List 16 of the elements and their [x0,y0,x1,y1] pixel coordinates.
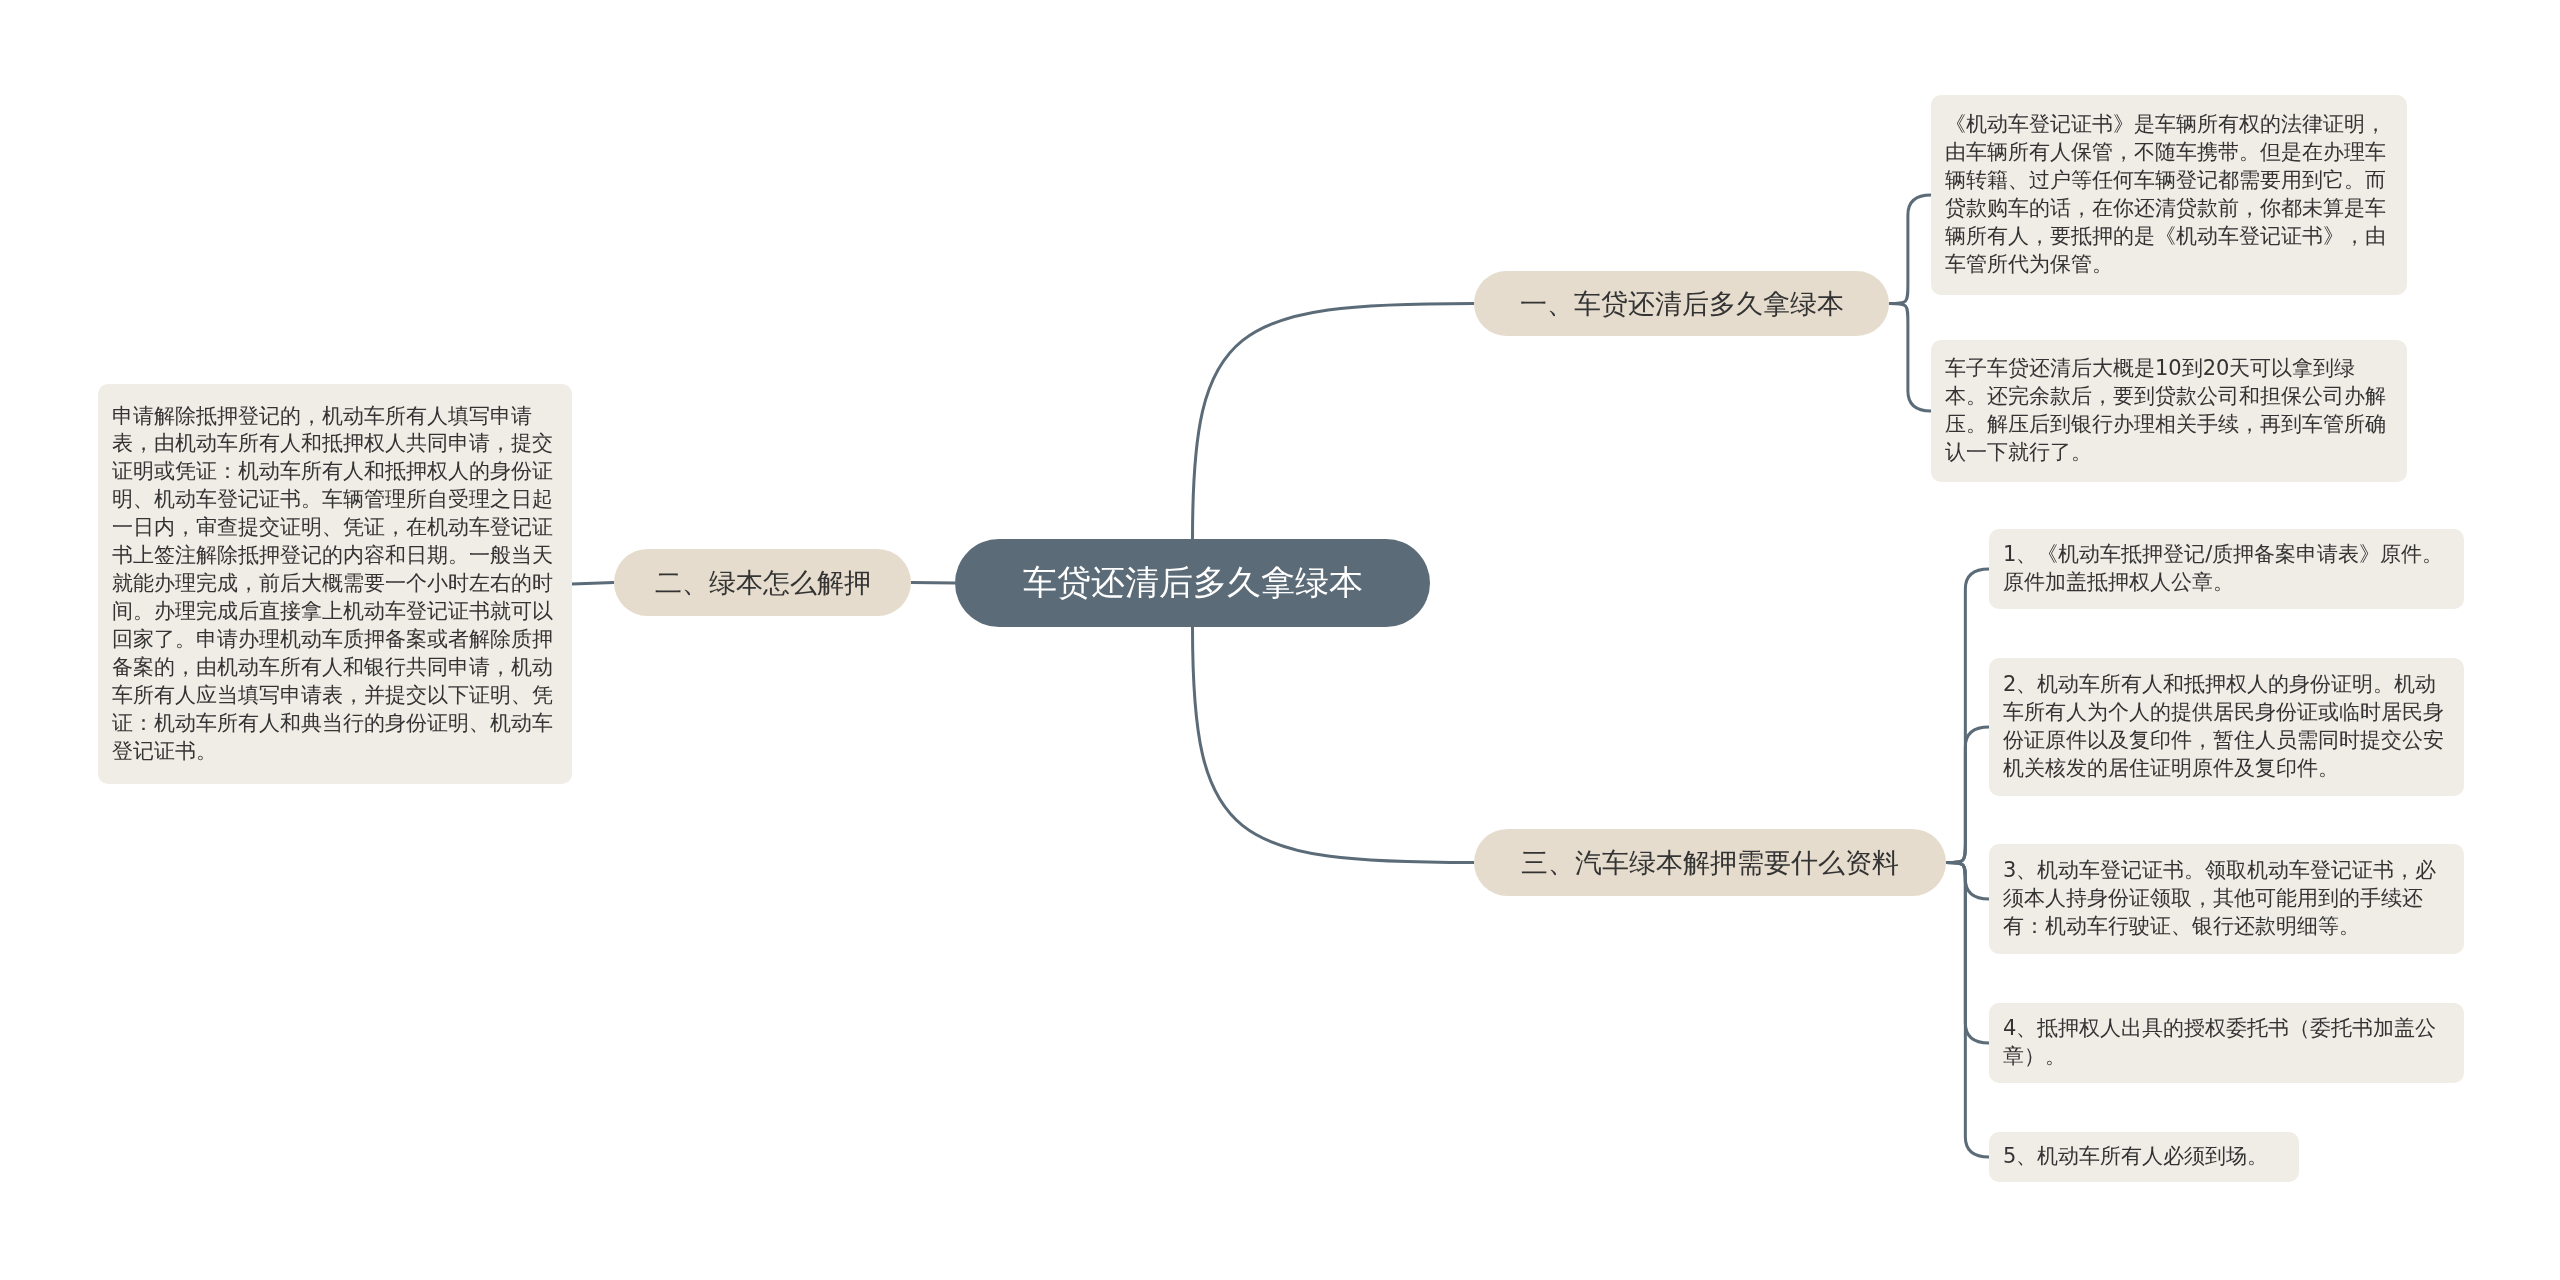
connector-line [1191,626,1474,864]
connector-line [571,581,615,586]
topic-pill: 一、车贷还清后多久拿绿本 [1474,271,1889,336]
text-card: 车子车贷还清后大概是10到20天可以拿到绿本。还完余款后，要到贷款公司和担保公司办解压。解压后到银行办理相关手续，再到车管所确认一下就行了。 [1931,340,2407,482]
text-card: 4、抵押权人出具的授权委托书（委托书加盖公章）。 [1989,1003,2464,1083]
connector-line [911,581,955,585]
text-card: 2、机动车所有人和抵押权人的身份证明。机动车所有人为个人的提供居民身份证或临时居民身份证原件以及复印件，暂住人员需同时提交公安机关核发的居住证明原件及复印件。 [1989,658,2464,796]
text-card: 申请解除抵押登记的，机动车所有人填写申请表，由机动车所有人和抵押权人共同申请，提交证明或凭证：机动车所有人和抵押权人的身份证明、机动车登记证书。车辆管理所自受理之日起一日内，审查提交证明、凭证，在机动车登记证书上签注解除抵押登记的内容和日期。一般当天就能办理完成，前后大概需要一个小时左右的时间。办理完成后直接拿上机动车登记证书就可以回家了。申请办理机动车质押备案或者解除质押备案的，由机动车所有人和银行共同申请，机动车所有人应当填写申请表，并提交以下证明、凭证：机动车所有人和典当行的身份证明、机动车登记证书。 [98,384,572,784]
text-card: 3、机动车登记证书。领取机动车登记证书，必须本人持身份证领取，其他可能用到的手续还有：机动车行驶证、银行还款明细等。 [1989,844,2464,954]
central-topic: 车贷还清后多久拿绿本 [955,539,1430,627]
topic-pill: 三、汽车绿本解押需要什么资料 [1474,829,1946,896]
text-card: 《机动车登记证书》是车辆所有权的法律证明，由车辆所有人保管，不随车携带。但是在办理车辆转籍、过户等任何车辆登记都需要用到它。而贷款购车的话，在你还清贷款前，你都未算是车辆所有人，要抵押的是《机动车登记证书》，由车管所代为保管。 [1931,95,2407,295]
text-card: 5、机动车所有人必须到场。 [1989,1132,2299,1182]
topic-pill: 二、绿本怎么解押 [614,549,911,616]
text-card: 1、《机动车抵押登记/质押备案申请表》原件。原件加盖抵押权人公章。 [1989,529,2464,609]
connector-line [1191,302,1474,540]
